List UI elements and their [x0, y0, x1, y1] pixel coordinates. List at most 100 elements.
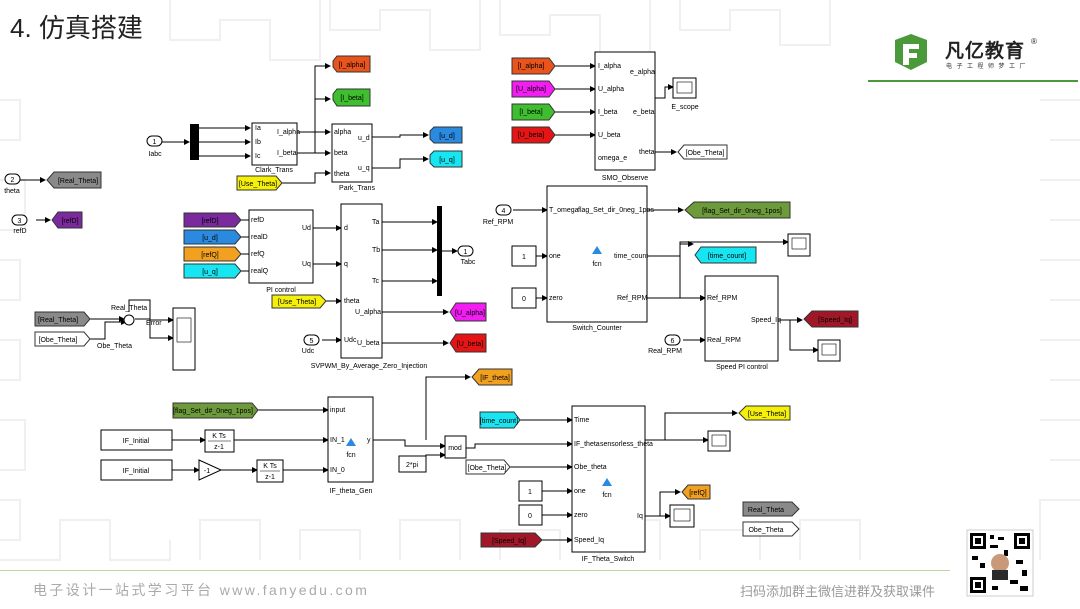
smo-observe-block[interactable]: I_alpha U_alpha I_beta U_beta e_alpha e_…	[594, 51, 656, 182]
svg-text:1: 1	[528, 489, 532, 496]
scope-speed-iq[interactable]	[817, 339, 841, 362]
goto-tag-usetheta[interactable]: [Use_Theta]	[738, 405, 791, 421]
svg-text:Obe_theta: Obe_theta	[574, 464, 607, 471]
inport-1[interactable]: 1 Iabc	[146, 135, 163, 158]
svg-text:Ia: Ia	[255, 125, 261, 132]
from-tag-ud[interactable]: [u_d]	[183, 229, 242, 245]
svg-text:Tc: Tc	[372, 278, 380, 285]
from-tag-refq[interactable]: [refQ]	[183, 246, 242, 262]
svg-text:1: 1	[153, 139, 157, 146]
sum-block[interactable]: Real_Theta Obe_Theta Error	[97, 305, 162, 350]
svg-text:Speed_Iq: Speed_Iq	[751, 317, 781, 324]
svg-text:time_count: time_count	[614, 253, 648, 260]
inport-6[interactable]: 6 Real_RPM	[648, 334, 682, 355]
svg-text:[u_q]: [u_q]	[439, 157, 455, 164]
discrete-integrator-2[interactable]: K Ts z-1	[256, 459, 284, 483]
from-tag-ialpha[interactable]: [I_alpha]	[511, 57, 556, 75]
from-tag-obetheta[interactable]: [Obe_Theta]	[34, 331, 91, 347]
demux-bar[interactable]	[190, 124, 199, 160]
const-2pi-block[interactable]: 2*pi	[398, 455, 427, 473]
svg-text:[Obe_Theta]: [Obe_Theta]	[39, 337, 78, 344]
svg-text:[u_d]: [u_d]	[202, 235, 218, 242]
e-scope[interactable]: E_scope	[671, 77, 699, 111]
matlab-fcn-icon	[592, 246, 602, 254]
goto-tag-iftheta[interactable]: [IF_theta]	[471, 368, 513, 386]
goto-tag-obetheta[interactable]: [Obe_Theta]	[677, 144, 728, 160]
inport-3[interactable]: 3 refD	[11, 214, 28, 235]
if-theta-gen-block[interactable]: input IN_1 IN_0 y fcn IF_theta_Gen	[327, 396, 374, 495]
svg-text:fcn: fcn	[602, 492, 611, 499]
svg-text:refD: refD	[13, 228, 26, 235]
scope-error[interactable]	[172, 307, 196, 371]
svg-text:[Real_Theta]: [Real_Theta]	[38, 317, 78, 324]
from-tag-refd[interactable]: [refD]	[183, 212, 242, 228]
svg-text:IF_Initial: IF_Initial	[123, 438, 150, 445]
if-initial-const-1[interactable]: IF_Initial	[100, 429, 173, 451]
goto-tag-flag[interactable]: [flag_Set_dir_0neg_1pos]	[684, 201, 791, 219]
goto-tag-refq[interactable]: [refQ]	[681, 484, 711, 500]
goto-tag-speedlq[interactable]: [Speed_Iq]	[803, 310, 859, 328]
clark-trans-block[interactable]: Ia Ib Ic I_alpha I_beta Clark_Trans	[251, 122, 300, 174]
legend-tag-realtheta[interactable]: Real_Theta	[742, 501, 800, 517]
svg-text:y: y	[367, 437, 371, 444]
scope-speed[interactable]	[787, 233, 811, 257]
park-trans-block[interactable]: alpha beta theta u_d u_q Park_Trans	[331, 123, 375, 192]
svg-text:U_beta: U_beta	[357, 340, 380, 347]
discrete-integrator-1[interactable]: K Ts z-1	[204, 429, 235, 453]
from-tag-usetheta-2[interactable]: [Use_Theta]	[271, 294, 327, 309]
goto-tag-ubeta[interactable]: [U_beta]	[449, 333, 487, 353]
goto-tag-refd[interactable]: [refD]	[51, 211, 83, 229]
svg-text:[I_beta]: [I_beta]	[519, 109, 542, 116]
svg-text:[U_beta]: [U_beta]	[457, 341, 484, 348]
gain-neg1-block[interactable]: -1	[198, 459, 223, 481]
svg-text:[Use_Theta]: [Use_Theta]	[748, 411, 786, 418]
inport-4[interactable]: 4 Ref_RPM	[483, 204, 514, 226]
from-tag-ibeta[interactable]: [I_beta]	[511, 103, 556, 121]
from-tag-ualpha[interactable]: [U_alpha]	[511, 80, 556, 98]
const-zero-block-1[interactable]: 0	[511, 287, 537, 309]
pi-control-block[interactable]: refD realD refQ realQ Ud Uq PI control	[248, 209, 314, 294]
svg-text:2: 2	[11, 177, 15, 184]
svg-text:Udc: Udc	[302, 348, 315, 355]
goto-tag-ualpha[interactable]: [U_alpha]	[449, 302, 487, 322]
from-tag-realtheta[interactable]: [Real_Theta]	[34, 311, 91, 327]
svg-text:[u_d]: [u_d]	[439, 133, 455, 140]
from-tag-usetheta[interactable]: [Use_Theta]	[236, 175, 283, 191]
svg-text:u_d: u_d	[358, 135, 370, 142]
mux-bar[interactable]	[437, 206, 442, 296]
goto-tag-ialpha[interactable]: [I_alpha]	[332, 55, 371, 73]
svg-text:q: q	[344, 261, 348, 268]
from-tag-flag[interactable]: [flag_Set_d#_0neg_1pos]	[172, 402, 259, 419]
goto-tag-realtheta[interactable]: [Real_Theta]	[46, 171, 102, 189]
if-theta-switch-block[interactable]: Time IF_theta Obe_theta one zero Speed_I…	[571, 405, 653, 563]
svpwm-block[interactable]: d q theta Udc Ta Tb Tc U_alpha U_beta SV…	[311, 203, 428, 370]
switch-counter-block[interactable]: T_omega one zero flag_Set_dir_0neg_1pos …	[546, 185, 654, 332]
scope-iq[interactable]	[669, 504, 695, 528]
const-one-block-2[interactable]: 1	[518, 480, 543, 502]
goto-tag-ud[interactable]: [u_d]	[429, 126, 463, 144]
goto-tag-timecount[interactable]: [time_count]	[694, 246, 757, 264]
speed-pi-control-block[interactable]: Ref_RPM Real_RPM Speed_Iq Speed PI contr…	[704, 275, 781, 371]
from-tag-speedlq[interactable]: [Speed_Iq]	[480, 532, 543, 548]
svg-text:realQ: realQ	[251, 268, 269, 275]
goto-tag-ibeta[interactable]: [I_beta]	[332, 88, 371, 107]
outport-1[interactable]: 1 Tabc	[457, 245, 476, 266]
inport-2[interactable]: 2 theta	[4, 173, 21, 195]
from-tag-uq[interactable]: [u_q]	[183, 263, 242, 279]
const-one-block-1[interactable]: 1	[511, 245, 537, 267]
svg-text:[Speed_Iq]: [Speed_Iq]	[492, 538, 526, 545]
svg-text:alpha: alpha	[334, 129, 351, 136]
const-zero-block-2[interactable]: 0	[518, 504, 543, 526]
mod-block[interactable]: mod	[444, 435, 467, 459]
goto-tag-uq[interactable]: [u_q]	[429, 150, 463, 168]
inport-5[interactable]: 5 Udc	[302, 334, 320, 355]
from-tag-timecount[interactable]: [time_count]	[479, 411, 521, 429]
svg-text:K Ts: K Ts	[212, 433, 226, 440]
from-tag-obetheta-2[interactable]: [Obe_Theta]	[465, 459, 511, 475]
legend-tag-obetheta[interactable]: Obe_Theta	[742, 521, 800, 537]
if-initial-const-2[interactable]: IF_Initial	[100, 459, 173, 481]
svg-text:[Speed_Iq]: [Speed_Iq]	[818, 317, 852, 324]
scope-theta[interactable]	[707, 430, 731, 452]
from-tag-ubeta[interactable]: [U_beta]	[511, 126, 556, 144]
